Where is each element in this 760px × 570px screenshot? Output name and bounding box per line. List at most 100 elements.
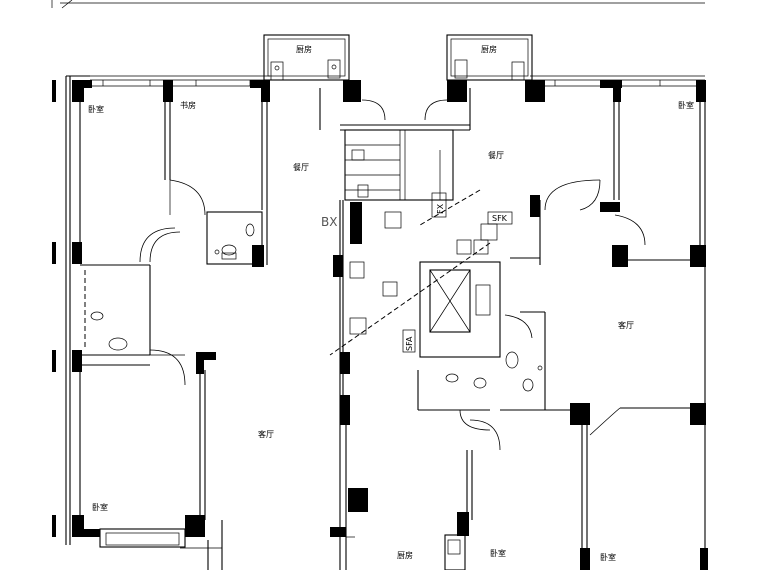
basin-icon <box>90 311 104 321</box>
valve-box <box>382 281 398 297</box>
column <box>330 527 346 537</box>
column <box>261 80 270 102</box>
living-label: 客厅 <box>258 429 274 439</box>
pipe-line <box>419 189 481 226</box>
bedroom-label: 卧室 <box>92 502 108 512</box>
kitchen-label: 厨房 <box>481 44 497 54</box>
drain-icon <box>537 365 543 371</box>
column <box>447 80 467 102</box>
bay-window-inner <box>105 532 180 546</box>
drain-icon <box>214 249 220 255</box>
column <box>600 80 622 88</box>
stair-treads <box>345 130 441 200</box>
column <box>343 80 361 102</box>
stove-icon <box>511 61 525 81</box>
column <box>52 515 56 537</box>
sink-icon <box>454 59 468 79</box>
door-swing <box>579 179 601 211</box>
fx-box <box>431 192 447 218</box>
elevator-shaft <box>419 261 501 358</box>
column <box>530 195 540 217</box>
kitchen-label: 厨房 <box>397 550 413 560</box>
column <box>613 80 621 102</box>
column <box>690 403 706 425</box>
valve-box <box>480 223 498 241</box>
column <box>72 242 82 264</box>
bx-tag: BX <box>321 215 337 229</box>
bedroom-label: 卧室 <box>600 552 616 562</box>
kitchen-label: 厨房 <box>296 44 312 54</box>
door-swing <box>469 419 501 451</box>
valve-box <box>349 317 367 335</box>
column <box>333 255 343 277</box>
switch-icon <box>357 184 369 198</box>
column <box>350 202 362 244</box>
door-swing <box>149 231 181 263</box>
elevator-x <box>429 269 471 333</box>
valve-box <box>456 239 472 255</box>
study-label: 书房 <box>180 100 196 110</box>
door-swing <box>614 214 646 246</box>
column <box>72 529 100 537</box>
door-swing <box>504 314 533 339</box>
fx-tag: FX <box>436 203 445 214</box>
bathroom <box>206 211 263 265</box>
bedroom-label: 卧室 <box>678 100 694 110</box>
burner-icon <box>331 64 337 70</box>
column <box>690 245 706 267</box>
sink-icon <box>270 61 284 81</box>
dining-label: 餐厅 <box>488 151 504 160</box>
door-swing <box>424 99 448 121</box>
toilet-icon <box>221 244 237 256</box>
toilet-icon <box>473 377 487 389</box>
kitchen-inner <box>450 38 529 77</box>
living-label: 客厅 <box>618 320 634 330</box>
column <box>52 350 56 372</box>
column <box>196 352 216 360</box>
column <box>196 352 204 374</box>
bedroom-label: 卧室 <box>88 104 104 114</box>
counterweight <box>475 284 491 316</box>
column <box>700 548 708 570</box>
door-swing <box>361 99 386 121</box>
column <box>525 80 545 102</box>
stair <box>344 129 454 201</box>
column <box>252 245 264 267</box>
toilet-icon <box>108 337 128 351</box>
elevator-car <box>429 269 471 333</box>
door-swing <box>459 409 491 431</box>
valve-box <box>349 261 365 279</box>
dining-label: 餐厅 <box>293 163 309 172</box>
kitchen-top-left <box>263 34 350 81</box>
column <box>457 512 469 536</box>
column <box>580 548 590 570</box>
column <box>250 80 268 88</box>
sink-drain-icon <box>274 65 280 71</box>
door-swing <box>544 179 601 211</box>
door-swing <box>149 349 186 386</box>
valve-box <box>473 239 489 255</box>
switch-icon <box>351 149 365 161</box>
sfk-box <box>487 211 513 225</box>
column <box>185 515 205 537</box>
column <box>612 245 628 267</box>
left-unit: 厨房 卧室 书房 餐厅 <box>52 34 350 570</box>
border-tick <box>61 0 73 9</box>
sfk-tag: SFK <box>492 214 508 223</box>
right-unit: 厨房 餐厅 卧室 客厅 <box>446 34 708 570</box>
column <box>570 403 590 425</box>
stove-icon <box>327 59 341 79</box>
kitchen-counter <box>444 534 466 570</box>
sink-icon <box>447 539 461 555</box>
basin-icon <box>245 223 255 237</box>
kitchen-top-right <box>446 34 533 81</box>
column <box>696 80 706 102</box>
column <box>163 80 173 102</box>
door-swing <box>139 227 176 263</box>
column <box>600 202 620 212</box>
valve-box <box>384 211 402 229</box>
toilet-icon <box>505 351 519 369</box>
basin-icon <box>445 373 459 383</box>
center-core: BX FX SFK SFA <box>319 80 513 570</box>
